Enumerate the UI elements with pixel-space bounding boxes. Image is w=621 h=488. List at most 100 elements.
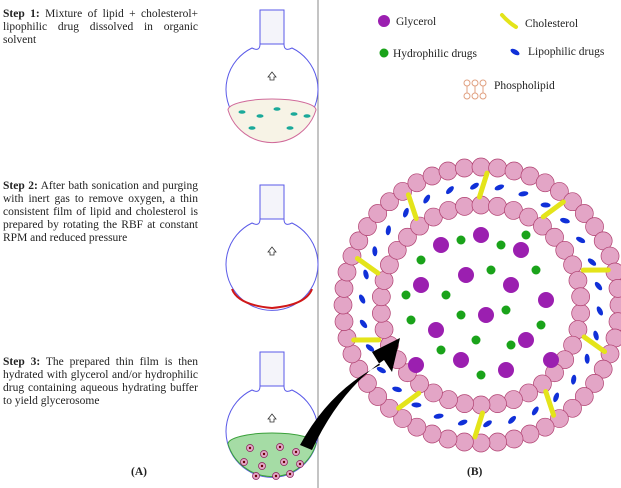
phospholipid-inner-head <box>371 287 391 307</box>
glycerosome-core <box>254 474 258 478</box>
lipid-molecule <box>303 114 311 118</box>
flask-neck <box>259 9 285 45</box>
thin-film <box>231 288 313 310</box>
glycerosome-core <box>260 464 264 468</box>
cholesterol <box>472 410 486 440</box>
phospholipid-inner-head <box>555 240 575 260</box>
phospholipid-inner-head <box>533 374 552 394</box>
arrow-icon <box>300 338 400 450</box>
phospholipid-inner-head <box>424 383 443 403</box>
legend-hydrophilic: Hydrophilic drugs <box>393 48 478 60</box>
flask-1 <box>225 9 319 143</box>
phospholipid-outer-head <box>488 158 507 178</box>
glycerosome-vesicle <box>333 157 621 453</box>
phospholipid-inner-head <box>371 303 391 323</box>
phospholipid-outer-head <box>358 374 377 393</box>
glycerol <box>413 277 429 293</box>
hydrophilic-drug <box>496 240 506 250</box>
cholesterol <box>354 255 381 276</box>
lipophilic-drug <box>372 246 378 257</box>
phospholipid-outer-head <box>585 217 604 236</box>
glycerol <box>513 242 529 258</box>
legend-glycerol: Glycerol <box>396 16 437 28</box>
phospholipid-outer-head <box>504 161 524 181</box>
phospholipid-outer-head <box>608 279 621 298</box>
phospholipid-outer-head <box>585 374 604 393</box>
cholesterol <box>581 334 608 355</box>
glycerosome-core <box>288 472 292 476</box>
glycerol <box>458 267 474 283</box>
hydrophilic-drug <box>476 370 486 380</box>
hydrophilic-drug <box>441 290 451 300</box>
phospholipid-outer-head <box>349 231 369 251</box>
phospholipid-outer-head <box>380 192 399 212</box>
lipophilic-drug <box>587 258 597 266</box>
legend-phospholipid-icon <box>463 79 471 87</box>
phospholipid-outer-head <box>488 432 507 452</box>
cholesterol <box>405 192 419 222</box>
lipophilic-drug <box>596 306 604 316</box>
glycerol <box>478 307 494 323</box>
hydrophilic-drug <box>456 310 466 320</box>
hydrophilic-drug <box>486 265 496 275</box>
glycerosome-core <box>294 450 298 454</box>
flask-spade-icon <box>267 71 277 81</box>
legend-phospholipid-icon <box>463 92 471 100</box>
lipid-molecule <box>286 126 294 130</box>
phospholipid-outer-head <box>535 173 555 193</box>
phospholipid-outer-head <box>368 387 388 406</box>
hydrating-buffer <box>227 432 317 477</box>
legend-phospholipid-icon <box>479 92 487 100</box>
phospholipid-outer-head <box>438 161 458 181</box>
hydrophilic-drug <box>406 315 416 325</box>
phospholipid-outer-head <box>337 262 357 282</box>
legend-phospholipid-icon <box>471 79 479 87</box>
flask-neck <box>259 351 285 387</box>
phospholipid-outer-head <box>455 432 474 452</box>
glycerosome-core <box>248 446 252 450</box>
phospholipid-inner-head <box>488 197 507 216</box>
hydrophilic-drug <box>501 305 511 315</box>
hydrophilic-drug <box>506 340 516 350</box>
glycerol <box>498 362 514 378</box>
phospholipid-outer-head <box>342 344 362 364</box>
legend-phospholipid-icon <box>479 79 487 87</box>
phospholipid-outer-head <box>574 204 594 223</box>
lipophilic-drug <box>423 194 431 204</box>
hydrophilic-drug <box>401 290 411 300</box>
lipid-molecule <box>256 114 264 118</box>
glycerol <box>518 332 534 348</box>
lipophilic-drug <box>540 202 551 208</box>
flask-bulb <box>225 385 319 478</box>
phospholipid-outer-head <box>504 429 524 449</box>
phospholipid-inner-head <box>568 271 588 290</box>
lipophilic-drug <box>358 294 366 304</box>
phospholipid-inner-head <box>563 335 582 355</box>
phospholipid-outer-head <box>609 295 621 315</box>
phospholipid-outer-head <box>393 409 412 428</box>
lipophilic-drug <box>560 217 570 224</box>
lipophilic-drug <box>359 319 368 329</box>
phospholipid-inner-head <box>387 240 407 260</box>
glycerol <box>428 322 444 338</box>
phospholipid-outer-head <box>334 312 354 331</box>
lipophilic-drug <box>365 344 375 352</box>
lipophilic-drug <box>470 182 479 190</box>
flask-bulb <box>225 218 319 311</box>
phospholipid-outer-head <box>593 359 613 379</box>
cholesterol <box>476 170 490 200</box>
glycerol <box>503 277 519 293</box>
phospholipid-inner-head <box>519 207 538 227</box>
lipophilic-drug <box>483 420 492 428</box>
panel-label-a: (A) <box>131 466 147 478</box>
lipophilic-drug <box>445 186 454 195</box>
phospholipid-outer-head <box>438 429 458 449</box>
lipophilic-drug <box>576 236 586 244</box>
glycerosome-core <box>242 460 246 464</box>
glycerosome-core <box>298 462 302 466</box>
lipophilic-drug <box>494 184 505 191</box>
lipid-molecule <box>238 110 246 114</box>
cholesterol <box>396 390 422 411</box>
phospholipid-inner-head <box>504 390 523 409</box>
